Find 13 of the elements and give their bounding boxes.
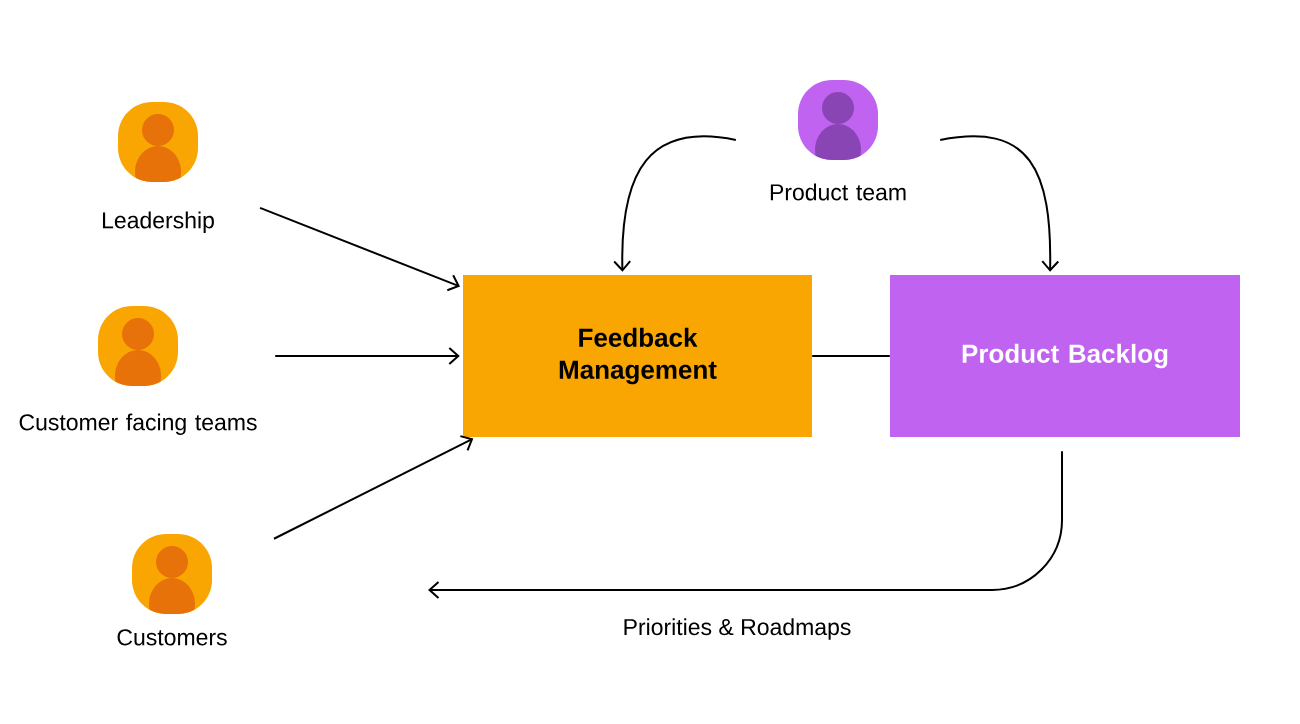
arrow (613, 135, 737, 272)
person-label: Customers (117, 629, 227, 646)
edge-label: Priorities & Roadmaps (620, 616, 854, 642)
process-box: Product Backlog (890, 275, 1240, 437)
arrow (274, 347, 460, 365)
arrow (939, 135, 1060, 272)
person-label: Customer facing teams (19, 413, 257, 435)
person-label: Product team (770, 183, 906, 201)
arrow (259, 206, 461, 292)
arrow (428, 450, 1063, 599)
arrow (273, 435, 474, 540)
person-label: Leadership (103, 211, 214, 233)
process-box: Feedback Management (463, 275, 812, 437)
